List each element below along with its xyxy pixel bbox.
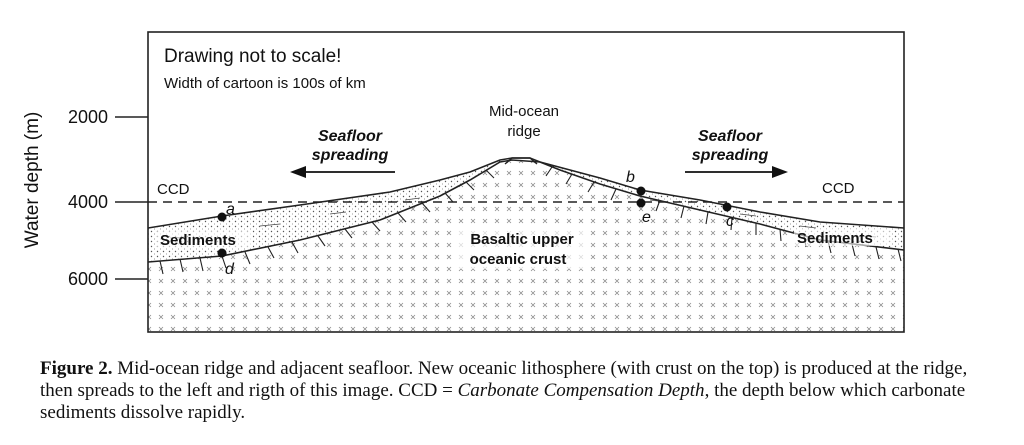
spreading-left-line1: Seafloor: [318, 128, 383, 145]
caption-text-2: , the depth below which carbonate sedime…: [40, 380, 966, 423]
point-a-label: a: [226, 201, 235, 218]
ridge-diagram: 2000 4000 6000 Water depth (m) Drawing n…: [22, 31, 905, 333]
ridge-label-line1: Mid-ocean: [489, 103, 559, 120]
crust-label-line1: Basaltic upper: [470, 231, 574, 248]
point-c-label: c: [726, 213, 734, 230]
spreading-right-line2: spreading: [692, 147, 769, 164]
y-axis-ticks: [115, 116, 148, 280]
ccd-label-right: CCD: [822, 180, 855, 197]
crust-top-line: [148, 159, 904, 263]
y-tick-2000: 2000: [68, 107, 108, 127]
sediments-label-left: Sediments: [160, 232, 236, 249]
point-e-label: e: [642, 209, 651, 226]
crust-hatch-left: [159, 169, 495, 275]
diagram-frame: [147, 31, 905, 333]
point-a-marker: [217, 212, 227, 222]
y-axis-label: Water depth (m): [22, 112, 43, 249]
point-d-marker: [217, 248, 227, 258]
sample-points: [217, 186, 732, 258]
spreading-right-line1: Seafloor: [698, 128, 763, 145]
caption-text-1: Mid-ocean ridge and adjacent seafloor. N…: [40, 358, 968, 401]
ccd-label-left: CCD: [157, 181, 190, 198]
point-e-marker: [636, 198, 646, 208]
point-b-label: b: [626, 169, 635, 186]
ridge-label-line2: ridge: [507, 123, 540, 140]
y-tick-4000: 4000: [68, 192, 108, 212]
point-d-label: d: [225, 261, 235, 278]
point-b-marker: [636, 186, 646, 196]
spreading-right-arrow: [685, 166, 788, 178]
y-tick-6000: 6000: [68, 269, 108, 289]
note-title: Drawing not to scale!: [164, 46, 341, 67]
sediments-label-right: Sediments: [797, 230, 873, 247]
spreading-left-line2: spreading: [312, 147, 389, 164]
spreading-left-arrow: [290, 166, 395, 178]
point-c-marker: [722, 202, 732, 212]
caption-label: Figure 2.: [40, 358, 113, 379]
note-subtitle: Width of cartoon is 100s of km: [164, 75, 366, 92]
caption-italic-term: Carbonate Compensation Depth: [457, 380, 705, 401]
rift-notch: [504, 157, 538, 165]
figure-caption: Figure 2. Mid-ocean ridge and adjacent s…: [40, 358, 1000, 424]
crust-label-line2: oceanic crust: [470, 251, 567, 268]
